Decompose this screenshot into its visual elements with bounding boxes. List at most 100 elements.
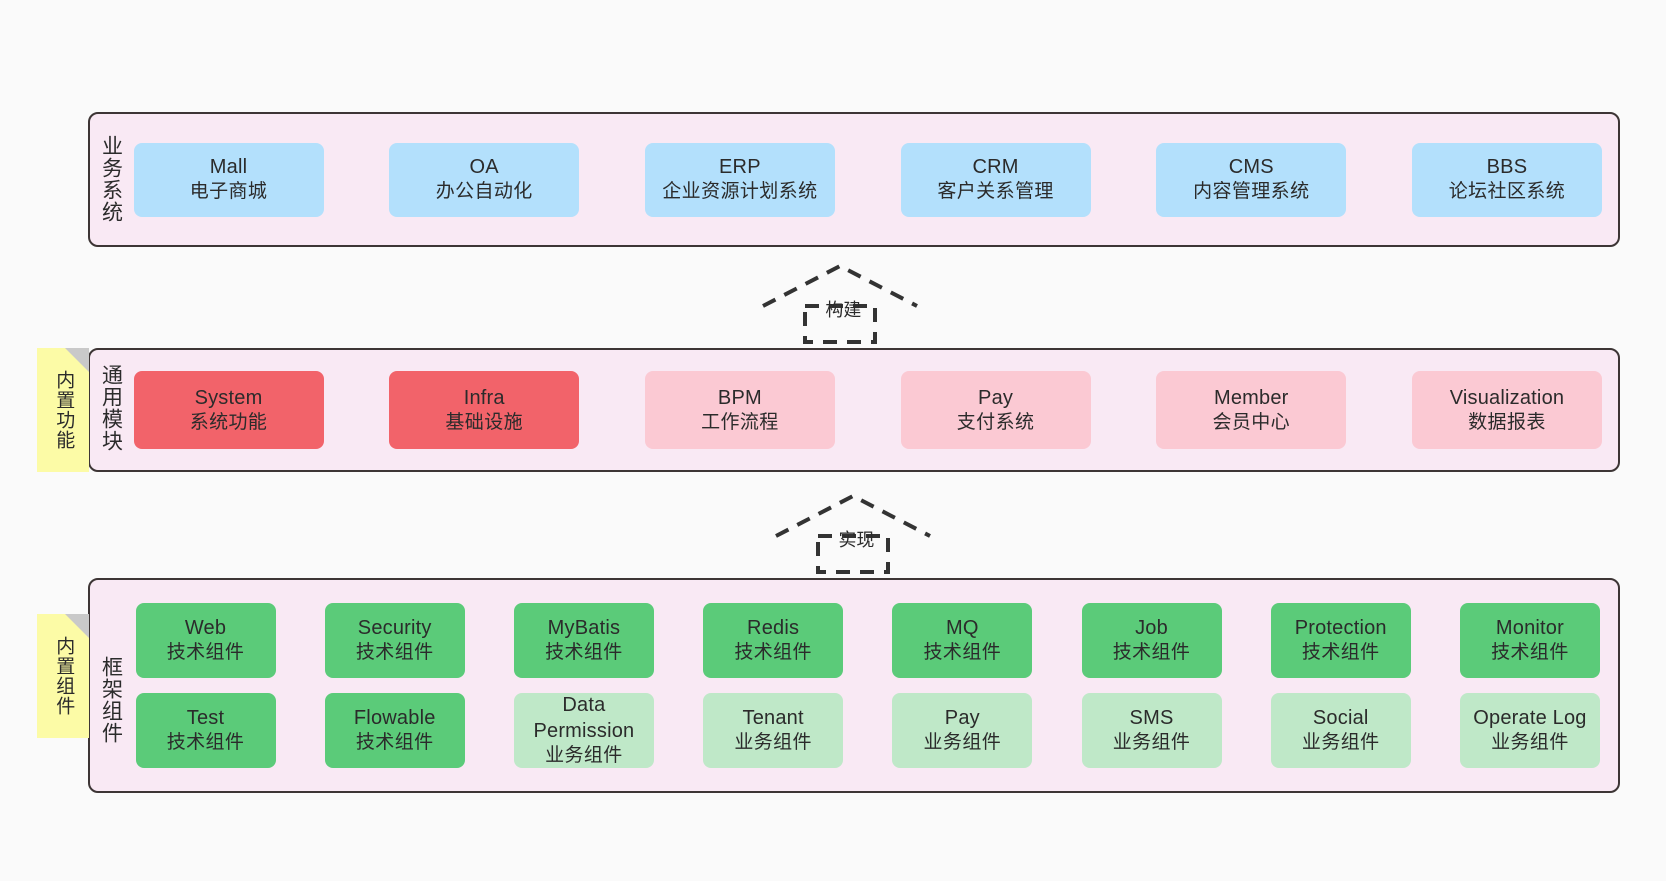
card-tenant[interactable]: Tenant 业务组件 — [703, 693, 844, 768]
card-title: Flowable — [353, 707, 436, 730]
card-subtitle: 会员中心 — [1212, 411, 1291, 433]
card-title: OA — [469, 156, 499, 179]
card-title: Security — [357, 617, 432, 640]
card-subtitle: 技术组件 — [734, 642, 812, 664]
card-title: CRM — [972, 156, 1019, 179]
connector-build: 构建 — [755, 260, 925, 344]
card-subtitle: 客户关系管理 — [937, 181, 1054, 203]
card-title: CMS — [1228, 156, 1274, 179]
card-mall[interactable]: Mall 电子商城 — [133, 142, 324, 217]
card-crm[interactable]: CRM 客户关系管理 — [900, 142, 1091, 217]
card-title: Redis — [747, 617, 800, 640]
card-test[interactable]: Test 技术组件 — [135, 693, 276, 768]
card-rows: Web 技术组件 Security 技术组件 MyBatis 技术组件 Redi… — [135, 603, 1600, 768]
card-pay-module[interactable]: Pay 支付系统 — [900, 371, 1091, 449]
card-subtitle: 基础设施 — [445, 411, 523, 433]
card-subtitle: 工作流程 — [701, 411, 779, 433]
card-title: Data Permission — [533, 694, 635, 743]
card-data-permission[interactable]: Data Permission 业务组件 — [513, 693, 654, 768]
card-subtitle: 业务组件 — [1112, 732, 1191, 754]
card-subtitle: 技术组件 — [1301, 642, 1380, 664]
card-bbs[interactable]: BBS 论坛社区系统 — [1411, 142, 1602, 217]
card-title: Web — [184, 617, 227, 640]
layer-body-framework: Web 技术组件 Security 技术组件 MyBatis 技术组件 Redi… — [130, 580, 1618, 791]
note-text: 内置组件 — [53, 636, 75, 716]
layer-framework-components: 框架组件 Web 技术组件 Security 技术组件 MyBatis 技术组件… — [88, 578, 1620, 793]
card-system[interactable]: System 系统功能 — [133, 371, 324, 449]
card-row-biz: Test 技术组件 Flowable 技术组件 Data Permission … — [135, 693, 1600, 768]
card-bpm[interactable]: BPM 工作流程 — [644, 371, 835, 449]
note-text: 内置功能 — [53, 370, 75, 450]
card-title: Job — [1135, 617, 1168, 640]
note-builtin-functions: 内置功能 — [37, 348, 89, 472]
card-cms[interactable]: CMS 内容管理系统 — [1156, 142, 1347, 217]
layer-business-systems: 业务系统 Mall 电子商城 OA 办公自动化 ERP 企业资源计划系统 CRM… — [88, 112, 1620, 247]
card-title: SMS — [1129, 707, 1174, 730]
card-mybatis[interactable]: MyBatis 技术组件 — [513, 603, 654, 678]
card-title: Visualization — [1449, 386, 1565, 409]
card-title: Member — [1213, 386, 1289, 409]
layer-common-modules: 通用模块 System 系统功能 Infra 基础设施 BPM 工作流程 Pay… — [88, 348, 1620, 472]
card-title: Infra — [463, 386, 505, 409]
card-web[interactable]: Web 技术组件 — [135, 603, 276, 678]
generalization-arrow-icon — [762, 263, 918, 344]
card-row-tech: Web 技术组件 Security 技术组件 MyBatis 技术组件 Redi… — [135, 603, 1600, 678]
card-operate-log[interactable]: Operate Log 业务组件 — [1459, 693, 1600, 768]
layer-title-modules: 通用模块 — [99, 364, 123, 452]
card-title: Tenant — [742, 707, 804, 730]
card-subtitle: 技术组件 — [166, 642, 245, 664]
card-subtitle: 业务组件 — [545, 745, 623, 767]
card-pay-component[interactable]: Pay 业务组件 — [892, 693, 1033, 768]
connector-label-implement: 实现 — [838, 530, 875, 550]
layer-title-framework: 框架组件 — [99, 655, 123, 744]
card-subtitle: 企业资源计划系统 — [662, 181, 818, 203]
card-protection[interactable]: Protection 技术组件 — [1270, 603, 1411, 678]
card-infra[interactable]: Infra 基础设施 — [389, 371, 580, 449]
card-row: Mall 电子商城 OA 办公自动化 ERP 企业资源计划系统 CRM 客户关系… — [133, 142, 1602, 217]
card-subtitle: 电子商城 — [189, 181, 268, 203]
card-subtitle: 数据报表 — [1468, 411, 1546, 433]
connector-label-build: 构建 — [825, 300, 862, 320]
layer-title-business: 业务系统 — [99, 134, 123, 223]
card-title: Test — [186, 707, 225, 730]
card-security[interactable]: Security 技术组件 — [324, 603, 465, 678]
card-subtitle: 技术组件 — [545, 642, 623, 664]
card-row: System 系统功能 Infra 基础设施 BPM 工作流程 Pay 支付系统… — [133, 371, 1602, 449]
connector-implement: 实现 — [768, 490, 938, 574]
card-subtitle: 内容管理系统 — [1193, 181, 1310, 203]
card-oa[interactable]: OA 办公自动化 — [389, 142, 580, 217]
note-builtin-components: 内置组件 — [37, 614, 89, 738]
card-mq[interactable]: MQ 技术组件 — [892, 603, 1033, 678]
card-title: BBS — [1486, 156, 1528, 179]
card-subtitle: 论坛社区系统 — [1448, 181, 1566, 203]
card-subtitle: 支付系统 — [956, 411, 1035, 433]
card-subtitle: 技术组件 — [923, 642, 1002, 664]
card-member[interactable]: Member 会员中心 — [1156, 371, 1347, 449]
card-sms[interactable]: SMS 业务组件 — [1081, 693, 1222, 768]
card-subtitle: 技术组件 — [1112, 642, 1191, 664]
card-subtitle: 系统功能 — [189, 411, 268, 433]
card-title: Pay — [944, 707, 980, 730]
card-monitor[interactable]: Monitor 技术组件 — [1459, 603, 1600, 678]
card-subtitle: 技术组件 — [1491, 642, 1569, 664]
card-erp[interactable]: ERP 企业资源计划系统 — [644, 142, 835, 217]
card-flowable[interactable]: Flowable 技术组件 — [324, 693, 465, 768]
card-redis[interactable]: Redis 技术组件 — [703, 603, 844, 678]
card-title: MQ — [946, 617, 979, 640]
card-subtitle: 技术组件 — [355, 642, 434, 664]
card-visualization[interactable]: Visualization 数据报表 — [1411, 371, 1602, 449]
card-job[interactable]: Job 技术组件 — [1081, 603, 1222, 678]
card-title: BPM — [717, 386, 762, 409]
card-title: MyBatis — [547, 617, 621, 640]
card-title: Pay — [978, 386, 1014, 409]
card-subtitle: 业务组件 — [1491, 732, 1569, 754]
card-subtitle: 技术组件 — [355, 732, 434, 754]
card-subtitle: 办公自动化 — [435, 181, 533, 203]
card-subtitle: 业务组件 — [923, 732, 1002, 754]
card-title: Mall — [209, 156, 248, 179]
card-subtitle: 业务组件 — [1301, 732, 1380, 754]
card-social[interactable]: Social 业务组件 — [1270, 693, 1411, 768]
card-title: Monitor — [1495, 617, 1564, 640]
card-title: System — [194, 386, 263, 409]
layer-body-business: Mall 电子商城 OA 办公自动化 ERP 企业资源计划系统 CRM 客户关系… — [130, 114, 1618, 245]
